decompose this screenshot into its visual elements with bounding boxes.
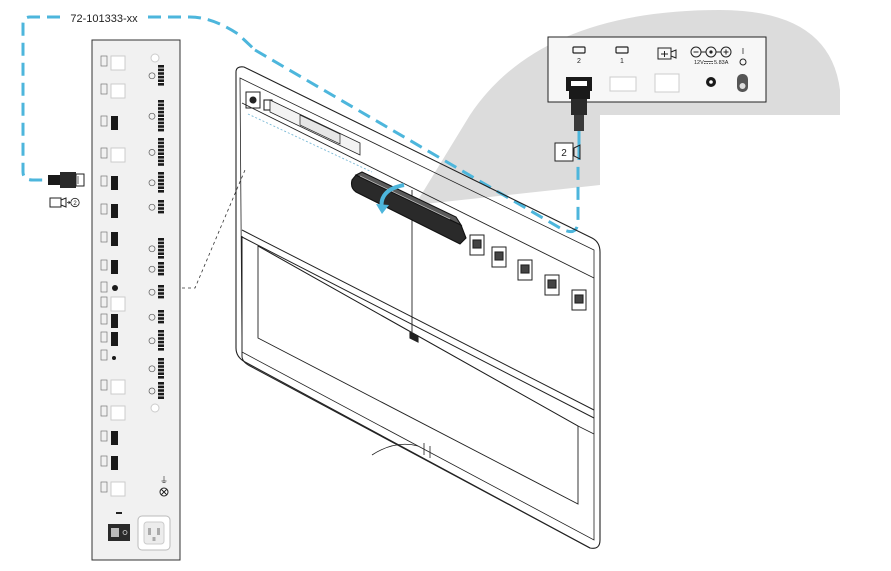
hdmi-out-1-label: 1	[620, 58, 624, 65]
device-bracket-3	[517, 259, 533, 281]
side-connector-panel	[91, 39, 181, 561]
camera-network-icon	[657, 47, 677, 60]
cable-path-left	[21, 15, 60, 182]
cable-path-right	[254, 48, 580, 234]
terminal-block-12	[148, 382, 164, 399]
left-port-column	[100, 55, 126, 497]
side-port-17	[100, 455, 118, 470]
side-port-8	[100, 259, 118, 274]
power-current-label: 5.83A	[714, 60, 729, 66]
hdmi-plug-left	[48, 172, 85, 188]
device-bracket-4	[544, 274, 560, 296]
side-port-18	[100, 481, 126, 497]
side-port-5	[100, 175, 118, 190]
side-port-9	[100, 281, 118, 293]
power-voltage-label: 12V	[694, 60, 704, 66]
terminal-block-11	[148, 358, 164, 379]
main-device	[235, 66, 601, 549]
side-port-14	[100, 379, 126, 395]
side-port-15	[100, 405, 126, 421]
side-port-12	[100, 331, 118, 346]
power-polarity-icon	[690, 46, 732, 58]
panel-power-switch	[108, 524, 130, 541]
camera-input-badge: 2	[554, 142, 581, 162]
hdmi-out-2-label: 2	[577, 58, 581, 65]
side-port-10	[100, 296, 126, 312]
camera-input-caption-number: 2	[73, 201, 77, 207]
terminal-block-5	[148, 200, 164, 214]
side-port-7	[100, 231, 118, 246]
power-switch-on-label: I	[742, 47, 744, 56]
side-port-16	[100, 430, 118, 445]
side-port-3	[100, 115, 118, 130]
device-bracket-1	[469, 234, 485, 256]
terminal-block-7	[148, 262, 164, 276]
power-inlet	[137, 515, 171, 551]
terminal-block-6	[148, 238, 164, 259]
side-port-11	[100, 313, 118, 328]
panel-leader-line	[182, 169, 246, 289]
cable-path-top	[148, 15, 257, 52]
terminal-block-column	[148, 53, 164, 413]
ground-screw	[159, 476, 169, 497]
terminal-block-1	[148, 65, 164, 86]
side-port-13	[100, 349, 116, 361]
side-port-4	[100, 147, 126, 163]
terminal-block-8	[148, 285, 164, 299]
device-outer-frame	[235, 66, 601, 549]
zoom-callout: 2 1 12V 5.83A I	[415, 10, 840, 205]
device-bracket-5	[571, 289, 587, 311]
terminal-block-9	[148, 310, 164, 324]
hdmi-port-1	[609, 76, 637, 92]
hdmi-out-2-icon: 2	[572, 46, 586, 65]
terminal-block-10	[148, 330, 164, 351]
side-port-6	[100, 203, 118, 218]
camera-bar	[350, 171, 467, 245]
camera-input-caption: 2	[49, 197, 80, 208]
device-bracket-2	[491, 246, 507, 268]
camera-input-number: 2	[561, 148, 567, 159]
side-port-2	[100, 83, 126, 99]
terminal-block-4	[148, 172, 164, 193]
cable-part-number: 72-101333-xx	[70, 13, 138, 25]
power-switch-off-icon	[739, 58, 747, 66]
hdmi-out-1-icon: 1	[615, 46, 629, 65]
terminal-block-3	[148, 138, 164, 166]
terminal-block-2	[148, 100, 164, 132]
network-port	[654, 73, 680, 93]
right-mounting-brackets	[469, 234, 587, 311]
side-port-1	[100, 55, 126, 71]
